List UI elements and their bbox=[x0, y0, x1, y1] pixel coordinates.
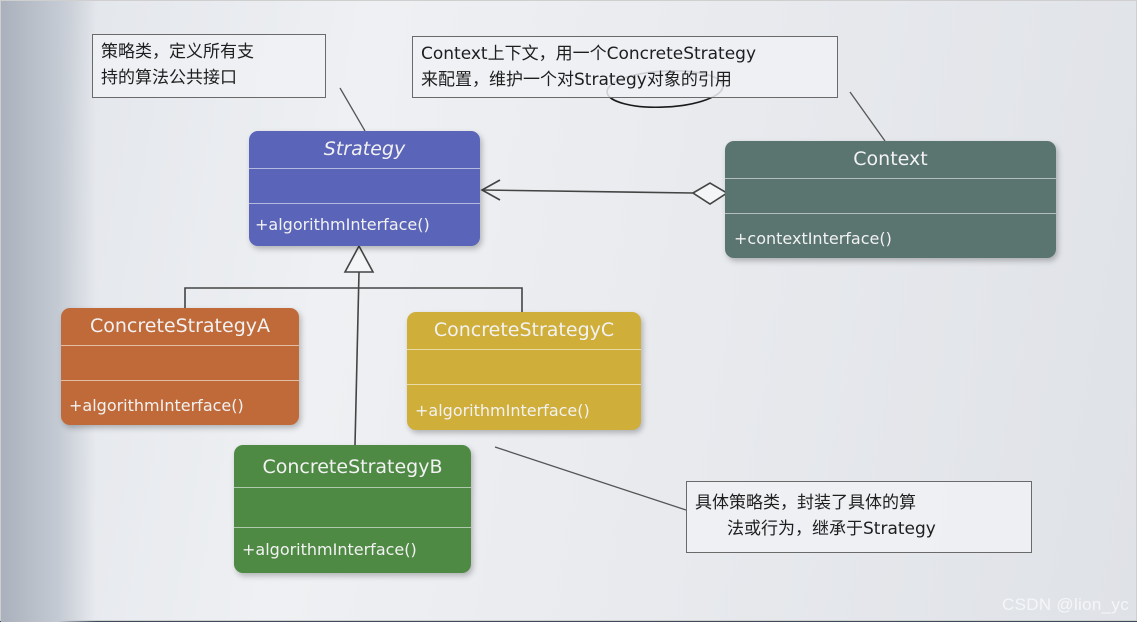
context-note-line2: 来配置，维护一个对Strategy对象的引用 bbox=[421, 70, 732, 90]
class-name: Context bbox=[725, 141, 1056, 179]
strategy-note-line2: 持的算法公共接口 bbox=[101, 68, 237, 88]
concrete-note-line1: 具体策略类，封装了具体的算 bbox=[695, 493, 916, 513]
aggregation-line bbox=[481, 189, 694, 194]
class-method: +contextInterface() bbox=[734, 229, 892, 248]
class-method: +algorithmInterface() bbox=[255, 215, 430, 234]
class-concrete-strategy-a[interactable]: ConcreteStrategyA +algorithmInterface() bbox=[61, 308, 299, 425]
class-concrete-strategy-c[interactable]: ConcreteStrategyC +algorithmInterface() bbox=[407, 312, 641, 430]
class-strategy[interactable]: Strategy +algorithmInterface() bbox=[249, 131, 480, 246]
class-context[interactable]: Context +contextInterface() bbox=[725, 141, 1056, 258]
class-name: Strategy bbox=[249, 131, 480, 169]
strategy-note-line1: 策略类，定义所有支 bbox=[101, 42, 254, 62]
watermark: CSDN @lion_yc bbox=[1002, 595, 1129, 614]
class-attributes bbox=[61, 345, 299, 381]
concrete-note-line2: 法或行为，继承于Strategy bbox=[727, 519, 936, 539]
class-attributes bbox=[725, 178, 1056, 214]
concrete-note-leader bbox=[494, 446, 687, 511]
concrete-note: 具体策略类，封装了具体的算 法或行为，继承于Strategy bbox=[686, 481, 1032, 553]
context-note-line1: Context上下文，用一个ConcreteStrategy bbox=[421, 44, 757, 64]
class-method: +algorithmInterface() bbox=[242, 540, 417, 559]
context-note-leader bbox=[849, 91, 886, 142]
class-concrete-strategy-b[interactable]: ConcreteStrategyB +algorithmInterface() bbox=[234, 445, 471, 573]
class-attributes bbox=[234, 487, 471, 528]
class-method: +algorithmInterface() bbox=[415, 401, 590, 420]
class-name: ConcreteStrategyB bbox=[234, 445, 471, 488]
class-attributes bbox=[407, 349, 641, 385]
generalization-trunk bbox=[354, 271, 360, 446]
generalization-triangle bbox=[343, 244, 375, 273]
context-note: Context上下文，用一个ConcreteStrategy 来配置，维护一个对… bbox=[412, 36, 838, 98]
class-name: ConcreteStrategyA bbox=[61, 308, 299, 346]
class-method: +algorithmInterface() bbox=[69, 396, 244, 415]
aggregation-arrowhead bbox=[480, 179, 501, 201]
generalization-branch bbox=[184, 287, 523, 314]
strategy-note: 策略类，定义所有支 持的算法公共接口 bbox=[92, 34, 326, 98]
class-attributes bbox=[249, 168, 480, 204]
aggregation-diamond bbox=[691, 182, 729, 205]
strategy-note-leader bbox=[339, 87, 366, 132]
class-name: ConcreteStrategyC bbox=[407, 312, 641, 350]
